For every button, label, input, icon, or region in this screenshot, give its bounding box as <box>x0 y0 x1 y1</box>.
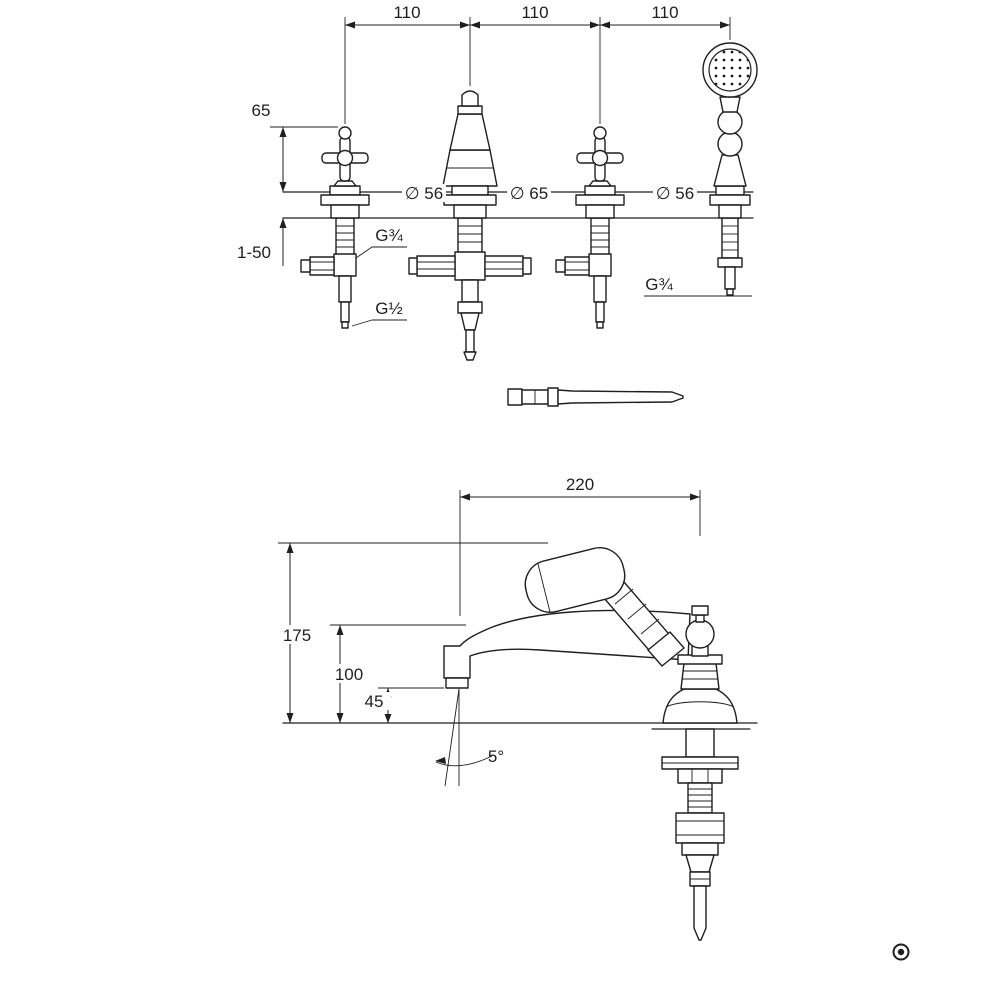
hand-shower-front <box>702 42 758 296</box>
label-thread-valve-inlet: G½ <box>375 299 402 318</box>
body-neck <box>680 662 720 690</box>
logo-mark <box>892 943 910 961</box>
dim-label-outlet-clearance: 45 <box>365 692 384 711</box>
hand-shower-handle-ball <box>717 109 743 135</box>
cross-handle-hub <box>591 149 609 167</box>
spout-column <box>408 90 532 361</box>
hand-shower-handle-ball <box>717 131 743 157</box>
dim-label-dia-center: ∅ 65 <box>510 184 548 203</box>
hose-tail <box>557 389 684 405</box>
dim-label-dia-left: ∅ 56 <box>405 184 443 203</box>
body-base-bell <box>662 688 738 724</box>
inlet-hex-left <box>416 255 456 277</box>
dim-pitch-chain: 110 110 110 <box>344 3 731 124</box>
hand-shower-head-side <box>524 547 626 613</box>
dim-label-spout-reach: 220 <box>566 475 594 494</box>
cross-handle-knob <box>338 126 352 140</box>
dim-outlet-clearance: 45 <box>357 687 444 723</box>
diverter-knob <box>685 619 715 649</box>
dim-spout-reach: 220 <box>459 475 701 616</box>
dim-label-overall-height: 175 <box>283 626 311 645</box>
cross-handle-knob <box>593 126 607 140</box>
deck-lines-side-view <box>282 722 758 730</box>
dim-label-handle-height: 65 <box>252 101 271 120</box>
hand-shower-spray-face <box>708 48 752 92</box>
dim-overall-height: 175 <box>276 542 548 723</box>
right-valve <box>555 126 625 329</box>
left-valve <box>300 126 370 329</box>
diameter-labels: ∅ 56 ∅ 65 ∅ 56 <box>402 184 697 203</box>
dim-deck-thickness: 1-50 <box>237 218 287 266</box>
thread-labels: G¾ G½ G¾ <box>351 226 752 327</box>
dim-handle-height: 65 <box>252 101 338 192</box>
cross-handle-hub <box>336 149 354 167</box>
dim-label-spray-angle: 5° <box>488 747 504 766</box>
shower-holder <box>647 631 685 667</box>
label-thread-valve-outlet: G¾ <box>375 226 403 245</box>
label-thread-shower: G¾ <box>645 275 673 294</box>
dim-spray-angle: 5° <box>435 688 504 787</box>
dim-label-dia-right: ∅ 56 <box>656 184 694 203</box>
hand-shower-cone <box>713 154 747 187</box>
dim-label-deck-thickness: 1-50 <box>237 243 271 262</box>
dim-label-pitch-center: 110 <box>521 3 548 22</box>
dim-spout-height: 100 <box>327 624 466 723</box>
dim-label-pitch-right: 110 <box>651 3 678 22</box>
spout-column-cap <box>461 90 479 107</box>
faucet-body-side <box>662 605 738 724</box>
under-deck-assembly <box>661 728 739 941</box>
dim-label-spout-height: 100 <box>335 665 363 684</box>
aerator <box>445 677 469 689</box>
logo-dot <box>897 948 905 956</box>
hose-fitting <box>507 387 684 407</box>
logo-ring <box>892 943 910 961</box>
inlet-hex-right <box>484 255 524 277</box>
dim-label-pitch-left: 110 <box>393 3 420 22</box>
hose-outlet-tail <box>693 885 707 941</box>
hand-shower-side <box>524 547 685 667</box>
